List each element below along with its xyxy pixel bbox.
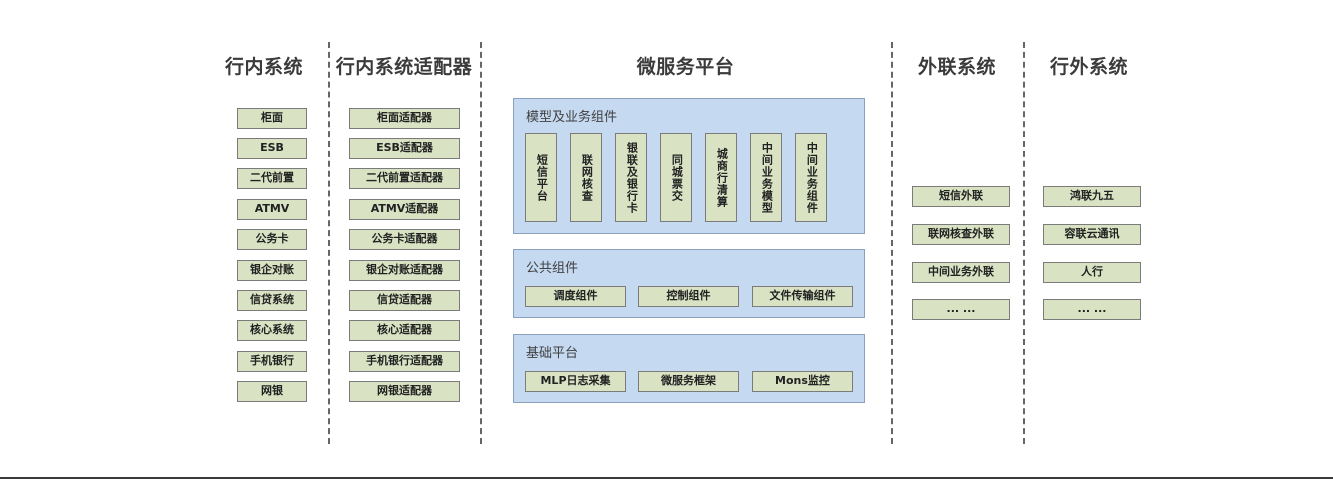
node-public-component[interactable]: 文件传输组件 (752, 286, 853, 307)
column-separator-1 (328, 42, 330, 444)
node-external-link-system[interactable]: 中间业务外联 (912, 262, 1010, 283)
node-in-bank-system[interactable]: 柜面 (237, 108, 307, 129)
node-in-bank-adapter[interactable]: 二代前置适配器 (349, 168, 460, 189)
node-in-bank-adapter[interactable]: 公务卡适配器 (349, 229, 460, 250)
node-business-component[interactable]: 城商行清算 (705, 133, 737, 222)
node-in-bank-adapter[interactable]: ATMV适配器 (349, 199, 460, 220)
column-separator-4 (1023, 42, 1025, 444)
node-in-bank-system[interactable]: 公务卡 (237, 229, 307, 250)
node-business-component[interactable]: 中间业务模型 (750, 133, 782, 222)
node-external-link-system[interactable]: 联网核查外联 (912, 224, 1010, 245)
node-external-link-system[interactable]: ... ... (912, 299, 1010, 320)
node-business-component[interactable]: 银联及银行卡 (615, 133, 647, 222)
node-in-bank-adapter[interactable]: 手机银行适配器 (349, 351, 460, 372)
node-outside-bank-system[interactable]: 鸿联九五 (1043, 186, 1141, 207)
node-outside-bank-system[interactable]: 人行 (1043, 262, 1141, 283)
column-separator-3 (891, 42, 893, 444)
node-in-bank-adapter[interactable]: ESB适配器 (349, 138, 460, 159)
panel-public-components: 公共组件 (513, 249, 865, 318)
node-external-link-system[interactable]: 短信外联 (912, 186, 1010, 207)
node-in-bank-system[interactable]: 二代前置 (237, 168, 307, 189)
node-in-bank-adapter[interactable]: 柜面适配器 (349, 108, 460, 129)
node-base-platform-component[interactable]: Mons监控 (752, 371, 853, 392)
panel-base-platform: 基础平台 (513, 334, 865, 403)
node-business-component[interactable]: 联网核查 (570, 133, 602, 222)
column-separator-2 (480, 42, 482, 444)
node-outside-bank-system[interactable]: 容联云通讯 (1043, 224, 1141, 245)
bottom-divider (0, 477, 1333, 479)
node-base-platform-component[interactable]: MLP日志采集 (525, 371, 626, 392)
node-in-bank-system[interactable]: ESB (237, 138, 307, 159)
node-in-bank-adapter[interactable]: 网银适配器 (349, 381, 460, 402)
panel-label-public-components: 公共组件 (526, 261, 579, 276)
node-in-bank-system[interactable]: 信贷系统 (237, 290, 307, 311)
node-public-component[interactable]: 控制组件 (638, 286, 739, 307)
node-in-bank-system[interactable]: 手机银行 (237, 351, 307, 372)
node-in-bank-system[interactable]: ATMV (237, 199, 307, 220)
column-title-in-bank-systems: 行内系统 (224, 56, 303, 78)
column-title-in-bank-adapters: 行内系统适配器 (335, 56, 473, 78)
node-in-bank-system[interactable]: 银企对账 (237, 260, 307, 281)
node-in-bank-system[interactable]: 网银 (237, 381, 307, 402)
node-business-component[interactable]: 中间业务组件 (795, 133, 827, 222)
node-in-bank-adapter[interactable]: 核心适配器 (349, 320, 460, 341)
node-in-bank-adapter[interactable]: 银企对账适配器 (349, 260, 460, 281)
column-title-outside-bank-systems: 行外系统 (1049, 56, 1128, 78)
node-base-platform-component[interactable]: 微服务框架 (638, 371, 739, 392)
node-in-bank-system[interactable]: 核心系统 (237, 320, 307, 341)
panel-label-base-platform: 基础平台 (526, 346, 579, 361)
node-business-component[interactable]: 短信平台 (525, 133, 557, 222)
node-business-component[interactable]: 同城票交 (660, 133, 692, 222)
column-title-external-link-systems: 外联系统 (917, 56, 996, 78)
panel-label-model-and-business-components: 模型及业务组件 (526, 110, 618, 125)
node-in-bank-adapter[interactable]: 信贷适配器 (349, 290, 460, 311)
node-outside-bank-system[interactable]: ... ... (1043, 299, 1141, 320)
column-title-microservice-platform: 微服务平台 (636, 56, 735, 78)
node-public-component[interactable]: 调度组件 (525, 286, 626, 307)
